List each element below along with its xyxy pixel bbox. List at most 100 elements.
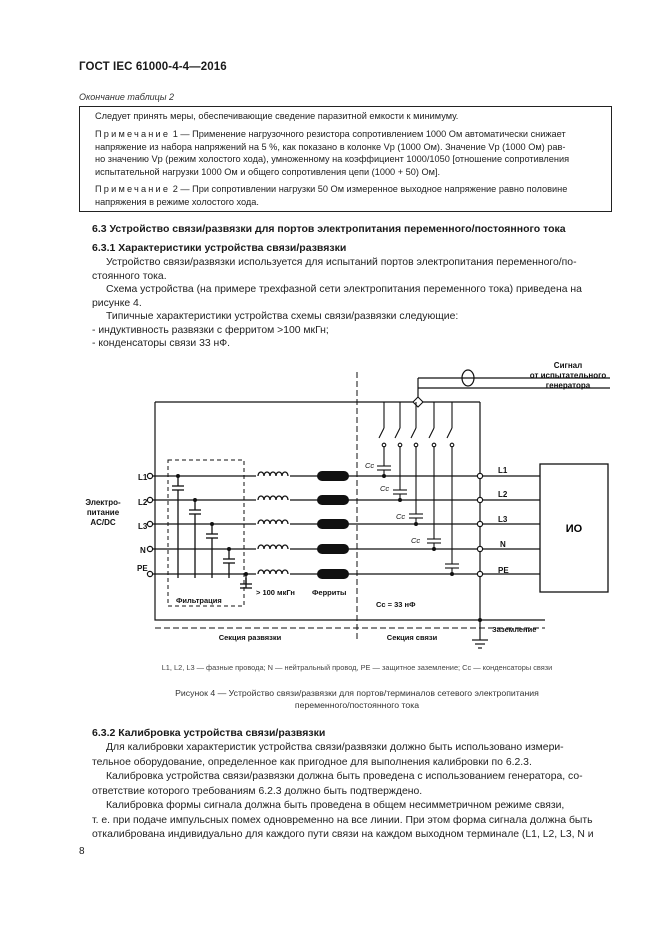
ferrite-l2 [317, 495, 349, 505]
supply-label-1: Электро- [85, 498, 121, 507]
signal-label-3: генератора [546, 381, 591, 390]
input-terminal-pe [146, 570, 154, 578]
note-line: но значению Vp (режим холостого хода), у… [95, 154, 570, 164]
coupling-section-label: Секция связи [387, 633, 438, 642]
coupling-node [450, 572, 454, 576]
cc-value-label: Cc = 33 нФ [376, 600, 416, 609]
coupling-node [432, 547, 436, 551]
subsection-heading: 6.3.2 Калибровка устройства связи/развяз… [92, 727, 326, 739]
table-box [79, 106, 612, 212]
paragraph-line: откалибрована индивидуально для каждого … [92, 829, 594, 840]
inductor-l2 [257, 495, 289, 501]
inductor-bg [256, 519, 290, 527]
figure-legend: L1, L2, L3 — фазные провода; N — нейтрал… [161, 663, 553, 672]
bullet-item: - индуктивность развязки с ферритом >100… [92, 324, 329, 336]
eut-label: ИО [566, 523, 583, 535]
eut-box [539, 463, 609, 593]
ferrite-pe [317, 569, 349, 579]
note-label: Примечание [95, 184, 171, 194]
switch-blade-l3 [410, 427, 417, 439]
inductor-bg [256, 495, 290, 503]
caption-line: Рисунок 4 — Устройство связи/развязки дл… [175, 688, 539, 698]
paragraph-line: Схема устройства (на примере трехфазной … [106, 284, 582, 295]
output-terminal-l2 [476, 496, 484, 504]
inductance-label: > 100 мкГн [256, 588, 295, 597]
table-note-2: Примечание 2 — При сопротивлении нагрузк… [95, 183, 607, 208]
cc-label-2: Cc [380, 484, 389, 493]
bullet-item: - конденсаторы связи 33 нФ. [92, 338, 231, 349]
page-number: 8 [79, 846, 85, 857]
paragraph-line: ответствие которого требованиям 6.2.3 до… [92, 785, 423, 797]
coupling-node [412, 396, 424, 408]
paragraph-line: Типичные характеристики устройства схемы… [106, 311, 459, 322]
paragraph: Устройство связи/развязки используется д… [92, 256, 614, 351]
filter-label: Фильтрация [176, 596, 222, 605]
left-line-label-l1: L1 [138, 473, 148, 482]
ferrite-l1 [317, 471, 349, 481]
table-note-1: Примечание 1 — Применение нагрузочного р… [95, 128, 607, 178]
switch-blade-pe [446, 427, 453, 439]
inductor-l1 [257, 471, 289, 477]
decoupling-section-label: Секция развязки [219, 633, 282, 642]
right-line-label-l2: L2 [498, 490, 508, 499]
cc-label-1: Cc [365, 461, 374, 470]
ferrite-l3 [317, 519, 349, 529]
inductor-l3 [257, 519, 289, 525]
input-terminal-l2 [146, 496, 154, 504]
subsection-heading: 6.3.1 Характеристики устройства связи/ра… [92, 242, 347, 254]
switch-blade-l1 [378, 427, 385, 439]
supply-label-3: AC/DC [90, 518, 116, 527]
inductor-bg [256, 471, 290, 479]
paragraph-line: Для калибровки характеристик устройства … [106, 742, 564, 753]
note-line: испытательной нагрузки 1000 Ом и общего … [95, 166, 441, 177]
ground-label: Заземление [492, 625, 536, 634]
ferrite-label: Ферриты [312, 588, 346, 597]
input-terminal-l3 [146, 520, 154, 528]
note-line: 2 — При сопротивлении нагрузки 50 Ом изм… [172, 184, 568, 194]
signal-label-2: от испытательного [530, 371, 607, 380]
paragraph-line: стоянного тока. [92, 270, 167, 282]
note-label: Примечание [95, 129, 171, 139]
right-line-label-pe: PE [498, 566, 509, 575]
input-terminal-l1 [146, 472, 154, 480]
table-caption: Окончание таблицы 2 [79, 92, 174, 102]
right-line-label-l3: L3 [498, 515, 508, 524]
cc-label-3: Cc [396, 512, 405, 521]
paragraph-line: Устройство связи/развязки используется д… [106, 257, 577, 268]
figure-caption: Рисунок 4 — Устройство связи/развязки дл… [92, 687, 622, 711]
inductor-n [257, 544, 289, 550]
left-line-label-n: N [140, 546, 146, 555]
note-line: напряжение из набора напряжений на 5 %, … [95, 141, 566, 152]
output-terminal-n [476, 545, 484, 553]
input-terminal-n [146, 545, 154, 553]
section-heading: 6.3 Устройство связи/развязки для портов… [92, 223, 566, 235]
output-terminal-pe [476, 570, 484, 578]
filter-box [167, 459, 245, 607]
table-row-text: Следует принять меры, обеспечивающие све… [95, 111, 459, 121]
inductor-bg [256, 569, 290, 577]
right-line-label-l1: L1 [498, 466, 508, 475]
paragraph: Для калибровки характеристик устройства … [92, 741, 614, 843]
paragraph-line: Калибровка устройства связи/развязки дол… [106, 771, 583, 782]
paragraph-line: т. е. при подаче импульсных помех одновр… [92, 814, 593, 826]
note-line: 1 — Применение нагрузочного резистора со… [172, 129, 566, 139]
paragraph-line: рисунке 4. [92, 297, 142, 309]
supply-label-2: питание [87, 508, 120, 517]
coupling-node [414, 522, 418, 526]
paragraph-line: тельное оборудование, определенное как п… [92, 756, 532, 768]
coupling-node [398, 498, 402, 502]
caption-line: переменного/постоянного тока [294, 700, 420, 710]
inductor-pe [257, 569, 289, 575]
left-line-label-l2: L2 [138, 498, 148, 507]
right-line-label-n: N [500, 540, 506, 549]
document-header: ГОСТ IEC 61000-4-4—2016 [79, 61, 227, 73]
output-terminal-l3 [476, 520, 484, 528]
output-terminal-l1 [476, 472, 484, 480]
signal-coax-connector [461, 369, 475, 387]
ferrite-n [317, 544, 349, 554]
paragraph-line: Калибровка формы сигнала должна быть про… [106, 800, 565, 811]
left-line-label-l3: L3 [138, 522, 148, 531]
cc-label-4: Cc [411, 536, 420, 545]
switch-blade-n [428, 427, 435, 439]
left-line-label-pe: PE [137, 564, 148, 573]
